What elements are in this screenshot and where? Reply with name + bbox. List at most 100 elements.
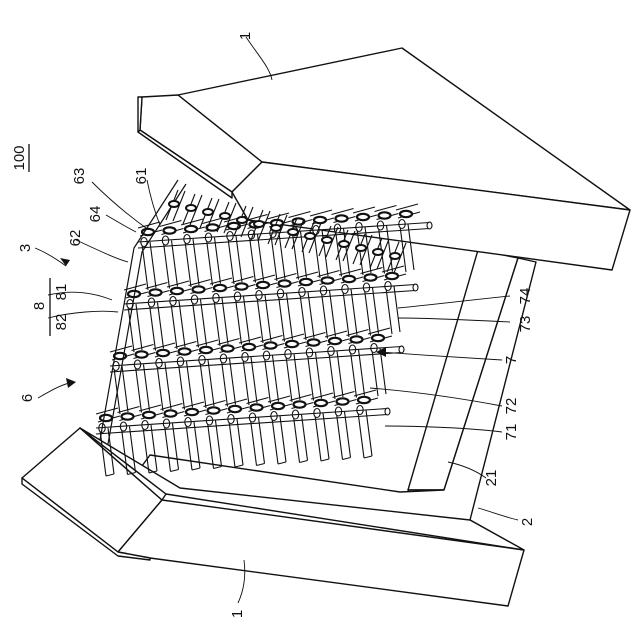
clamp-band <box>272 403 284 409</box>
tube <box>136 304 142 350</box>
rod-end <box>399 346 404 353</box>
tube <box>187 362 193 408</box>
tube <box>193 239 199 285</box>
clamp-band <box>222 345 234 351</box>
tube-end <box>343 458 351 460</box>
clamp-band <box>300 279 312 285</box>
tube <box>394 286 400 332</box>
tube <box>150 305 156 351</box>
tube <box>315 415 321 461</box>
clamp-band <box>279 280 291 286</box>
tube <box>343 291 349 337</box>
tube <box>287 294 293 340</box>
tube <box>222 361 228 407</box>
clamp-band <box>143 412 155 418</box>
tube <box>208 360 214 406</box>
rod <box>124 291 416 311</box>
tube <box>351 289 357 335</box>
tube <box>229 421 235 467</box>
clamp-band <box>243 344 255 350</box>
tube <box>243 359 249 405</box>
tube-end <box>278 462 286 464</box>
tube <box>208 423 214 469</box>
clamp-band <box>100 415 112 421</box>
clamp-band <box>208 407 220 413</box>
tube <box>237 419 243 465</box>
label-71: 71 <box>503 424 520 441</box>
tube-end <box>321 459 329 461</box>
clamp-band <box>286 341 298 347</box>
clamp-band <box>379 212 391 218</box>
clamp-band <box>203 209 213 215</box>
clamp-band <box>122 413 134 419</box>
tube <box>228 238 234 284</box>
tube <box>294 417 300 463</box>
tube <box>257 297 263 343</box>
tube-end <box>364 456 372 458</box>
clamp-band <box>200 347 212 353</box>
clamp-band <box>157 350 169 356</box>
clamp-band <box>265 342 277 348</box>
label-base-rail: 21 <box>483 470 500 487</box>
clamp-band <box>186 205 196 211</box>
tube <box>259 418 265 464</box>
clamp-band <box>357 214 369 220</box>
clamp-band <box>169 201 179 207</box>
rod-end <box>385 408 390 415</box>
tube <box>144 365 150 411</box>
clamp-band <box>315 400 327 406</box>
clamp-band <box>358 397 370 403</box>
clamp-band <box>179 348 191 354</box>
tube <box>365 290 371 336</box>
clamp-band <box>185 226 197 232</box>
rod-end <box>427 222 432 229</box>
tube <box>359 350 365 396</box>
label-rod: 7 <box>503 356 520 364</box>
label-81: 81 <box>53 284 70 301</box>
clamp-band <box>271 225 281 231</box>
weave-lattice <box>96 180 432 476</box>
tube <box>185 241 191 287</box>
clamp-band <box>365 274 377 280</box>
clamp-band <box>193 286 205 292</box>
clamp-band <box>372 335 384 341</box>
tube <box>279 296 285 342</box>
tube-end <box>235 465 243 467</box>
clamp-band <box>294 401 306 407</box>
tube <box>251 420 257 466</box>
tube <box>250 237 256 283</box>
clamp-band <box>214 285 226 291</box>
rod <box>110 353 402 373</box>
tube <box>302 415 308 461</box>
tube <box>300 294 306 340</box>
clamp-band <box>343 276 355 282</box>
rod <box>110 347 402 367</box>
cross-tube <box>160 221 182 227</box>
clamp-band <box>308 339 320 345</box>
clamp-band <box>390 253 400 259</box>
label-8-group: 8 81 82 <box>31 278 70 336</box>
rod-end <box>413 284 418 291</box>
tube <box>366 410 372 456</box>
tube <box>136 367 142 413</box>
tube <box>164 243 170 289</box>
tube <box>351 352 357 398</box>
tube <box>265 358 271 404</box>
clamp-band <box>337 398 349 404</box>
tube <box>372 350 378 396</box>
tube <box>308 292 314 338</box>
tube <box>337 351 343 397</box>
tube-end <box>257 464 265 466</box>
tube <box>279 233 285 279</box>
tube <box>201 300 207 346</box>
rod <box>96 409 388 429</box>
label-block-top: 1 <box>237 32 254 40</box>
clamp-band <box>288 229 298 235</box>
label-module: 6 <box>19 394 36 402</box>
tube <box>273 356 279 402</box>
tube <box>323 413 329 459</box>
label-8: 8 <box>31 302 48 310</box>
tube <box>200 362 206 408</box>
